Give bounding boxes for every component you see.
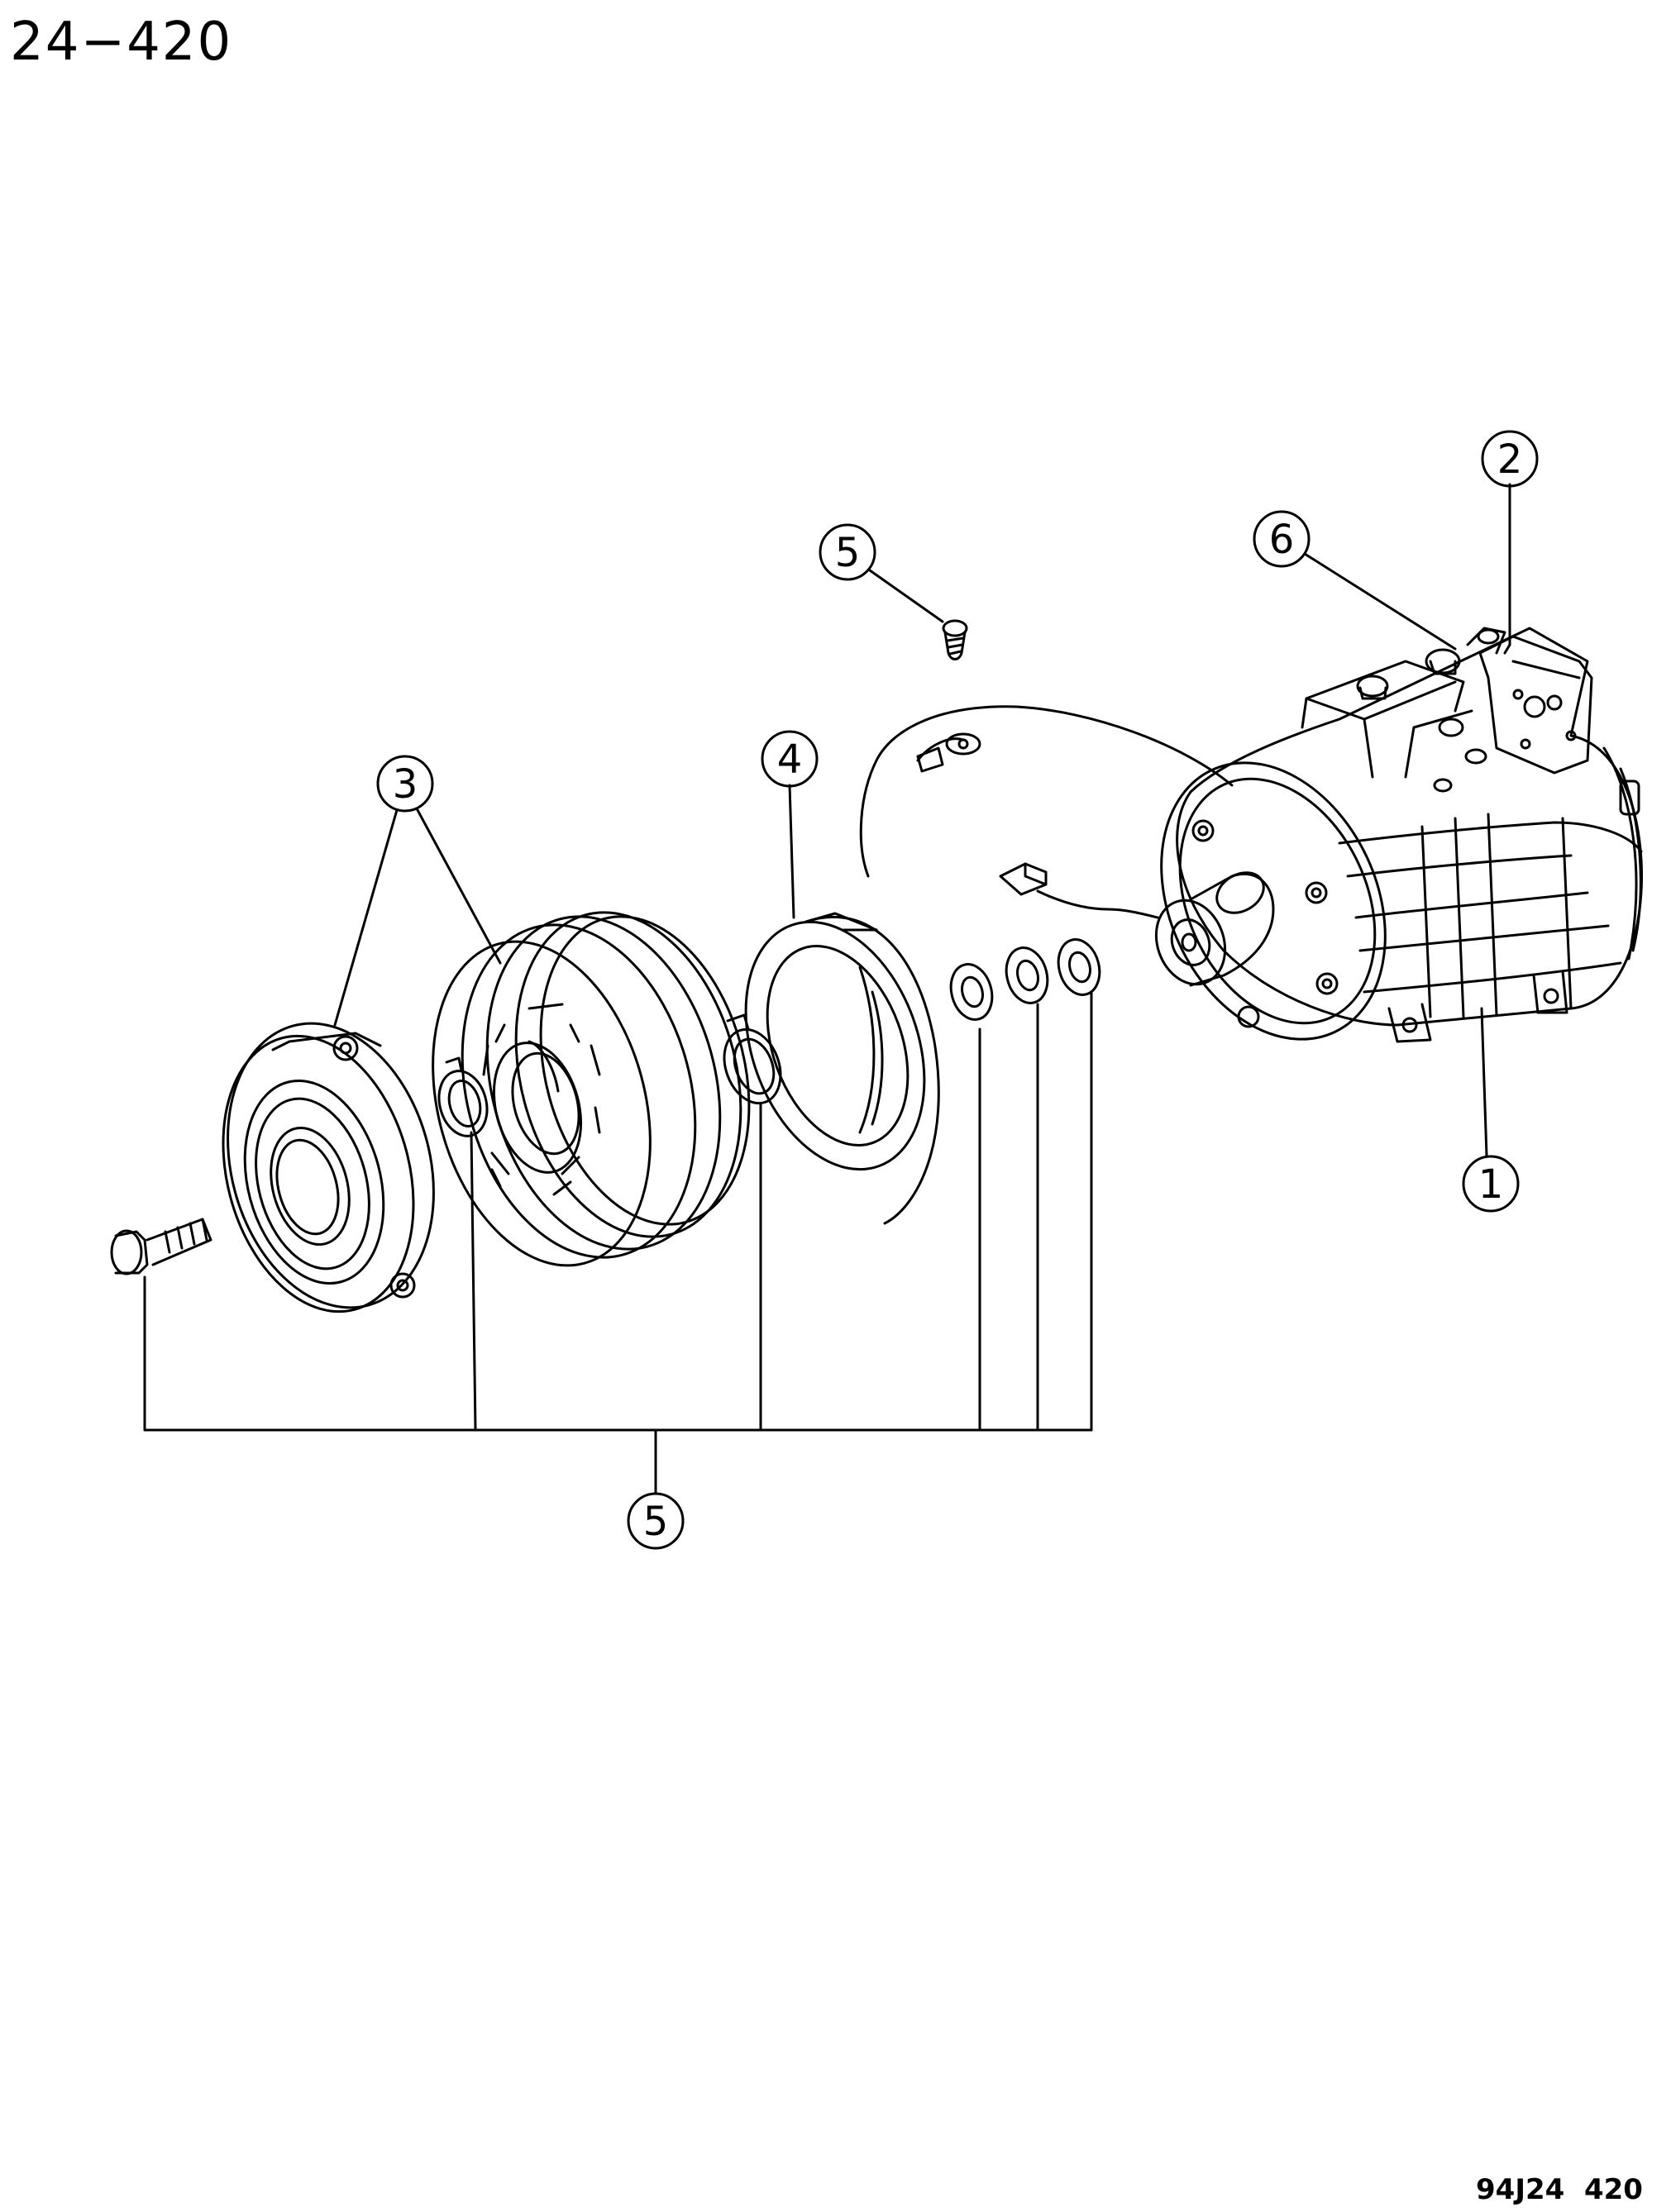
- page-number: 24−420: [10, 12, 232, 73]
- figure-code: 94J24 420: [1476, 2173, 1643, 2206]
- callout-5-top-label: 5: [835, 530, 861, 576]
- clutch-wire-harness: [861, 707, 1232, 918]
- pulley-part: [399, 887, 781, 1290]
- shim-washers: [945, 935, 1105, 1024]
- screw-part: [943, 621, 967, 660]
- callout-3-circle: [378, 756, 432, 811]
- callout-1-label: 1: [1478, 1161, 1504, 1208]
- leader-lines: [145, 484, 1510, 1492]
- callout-5-top-circle: [820, 525, 875, 579]
- compressor-part: [1119, 628, 1642, 1075]
- clutch-hub-part: [194, 1000, 464, 1333]
- callout-2-circle: [1482, 431, 1537, 486]
- field-coil-part: [714, 897, 957, 1223]
- snap-ring-front: [714, 1022, 790, 1111]
- callout-5-bottom-circle: [628, 1494, 683, 1548]
- bolt-part: [112, 1219, 211, 1274]
- callout-4-circle: [762, 732, 817, 786]
- callout-4-label: 4: [777, 737, 803, 783]
- callout-3-label: 3: [393, 761, 418, 808]
- callout-6-label: 6: [1269, 517, 1295, 563]
- callout-5-bottom-label: 5: [643, 1499, 669, 1545]
- callout-1-circle: [1463, 1156, 1518, 1211]
- callout-6-circle: [1254, 512, 1309, 566]
- callout-2-label: 2: [1497, 436, 1523, 483]
